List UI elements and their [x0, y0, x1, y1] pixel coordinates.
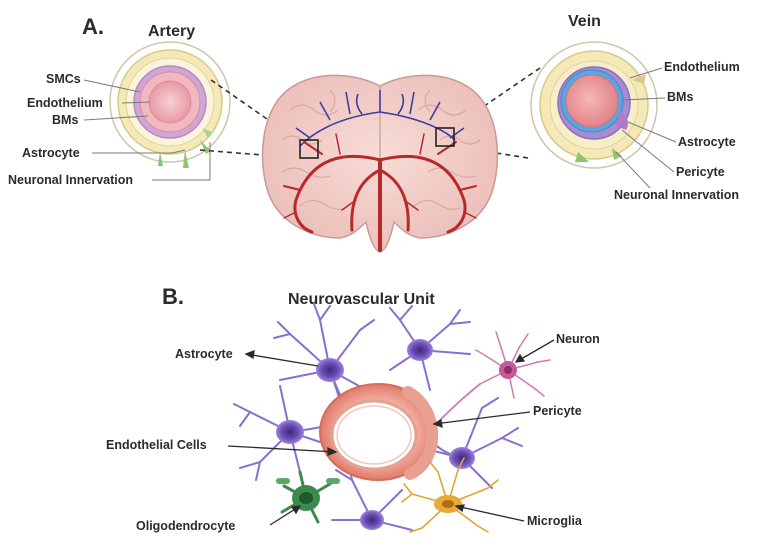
- nvu-label-astrocyte: Astrocyte: [175, 347, 233, 361]
- artery-label-bms: BMs: [52, 113, 78, 127]
- artery-label-astrocyte: Astrocyte: [22, 146, 80, 160]
- vein-label-endothelium: Endothelium: [664, 60, 740, 74]
- artery-label-endothelium: Endothelium: [27, 96, 103, 110]
- vein-label-astrocyte: Astrocyte: [678, 135, 736, 149]
- vein-title: Vein: [568, 13, 601, 30]
- vein-label-neuronal-innervation: Neuronal Innervation: [614, 188, 739, 202]
- nvu-label-endothelial-cells: Endothelial Cells: [106, 438, 207, 452]
- vein-label-bms: BMs: [667, 90, 693, 104]
- brain-section: [263, 75, 498, 252]
- nvu-label-pericyte: Pericyte: [533, 404, 582, 418]
- artery-cross-section: [110, 42, 230, 168]
- nvu-title: Neurovascular Unit: [288, 291, 435, 308]
- vein-cross-section: [531, 42, 657, 168]
- nvu-label-oligodendrocyte: Oligodendrocyte: [136, 519, 235, 533]
- nvu-label-microglia: Microglia: [527, 514, 583, 528]
- vein-label-pericyte: Pericyte: [676, 165, 725, 179]
- artery-title: Artery: [148, 23, 195, 40]
- nvu-label-neuron: Neuron: [556, 332, 600, 346]
- neurovascular-unit-illustration: [234, 304, 550, 532]
- artery-label-neuronal-innervation: Neuronal Innervation: [8, 173, 133, 187]
- panel-b-marker: B.: [162, 284, 184, 309]
- artery-label-smcs: SMCs: [46, 72, 81, 86]
- panel-a-marker: A.: [82, 14, 104, 39]
